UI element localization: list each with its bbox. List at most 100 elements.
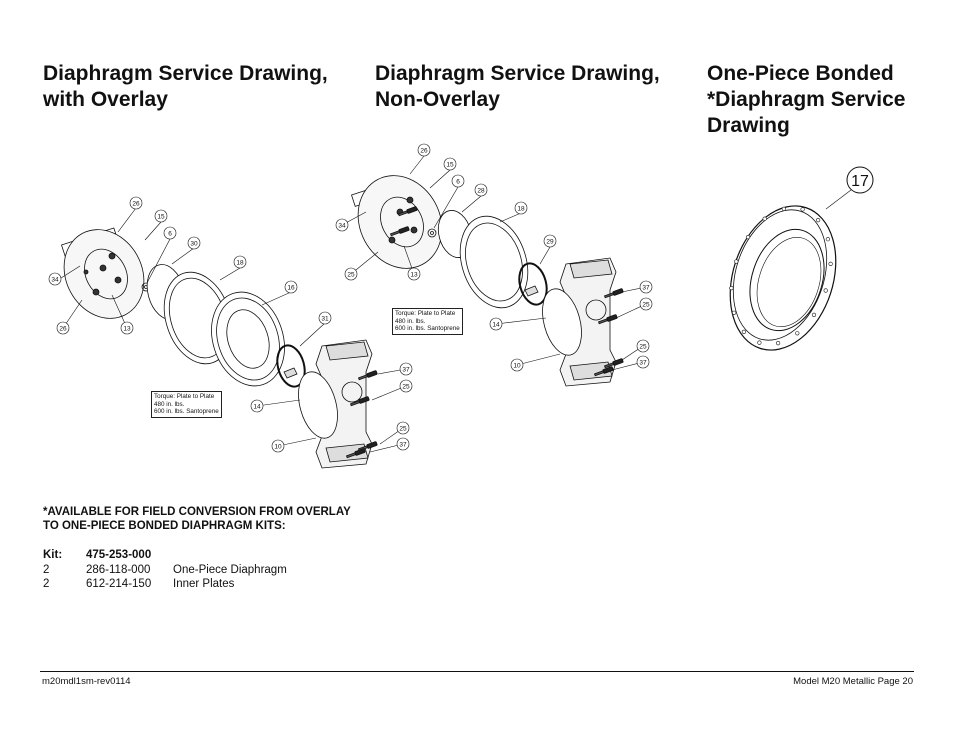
torque-overlay-line2: 480 in. lbs. bbox=[154, 400, 185, 408]
kit-row-qty: 2 bbox=[43, 578, 50, 590]
heading-overlay-line1: Diaphragm Service Drawing, bbox=[43, 62, 328, 85]
callout-number: 14 bbox=[253, 403, 261, 410]
callout-number: 26 bbox=[59, 325, 67, 332]
callout-bubble bbox=[639, 280, 653, 294]
callout-bubble bbox=[396, 437, 410, 451]
heading-overlay-line2: with Overlay bbox=[43, 88, 168, 111]
callout-bubble bbox=[407, 267, 421, 281]
callout-number: 13 bbox=[410, 271, 418, 278]
bolt-hole bbox=[734, 259, 739, 264]
bolt-hole bbox=[800, 207, 805, 212]
callout-number: 16 bbox=[287, 284, 295, 291]
overlay-drawing bbox=[60, 207, 407, 469]
bolt-hole bbox=[781, 206, 787, 211]
callout-bubble bbox=[56, 321, 70, 335]
callout-bubble bbox=[163, 226, 177, 240]
callout-bubble bbox=[284, 280, 298, 294]
bolt-hole bbox=[795, 331, 800, 336]
callout-bubble bbox=[543, 234, 557, 248]
callout-bubble bbox=[250, 399, 264, 413]
callout-bubble bbox=[271, 439, 285, 453]
kit-row-desc: Inner Plates bbox=[173, 578, 235, 590]
heading-bonded-line3: Drawing bbox=[707, 114, 790, 137]
bolt-hole bbox=[731, 310, 737, 315]
kit-row: 2 612-214-150 Inner Plates bbox=[43, 577, 363, 592]
callout-number: 10 bbox=[274, 443, 282, 450]
bolt-hole bbox=[775, 341, 781, 346]
torque-non-overlay-line3: 600 in. lbs. Santoprene bbox=[395, 325, 460, 333]
callout-bubble bbox=[451, 174, 465, 188]
kit-header-row: Kit: 475-253-000 bbox=[43, 548, 363, 563]
callout-number: 15 bbox=[157, 213, 165, 220]
callout-bubble bbox=[396, 421, 410, 435]
heading-non-overlay-line2: Non-Overlay bbox=[375, 88, 500, 111]
conversion-note-line2: TO ONE-PIECE BONDED DIAPHRAGM KITS: bbox=[43, 520, 286, 532]
bolt-hole bbox=[741, 329, 747, 335]
callout-number: 26 bbox=[132, 200, 140, 207]
torque-non-overlay-line1: Torque: Plate to Plate bbox=[395, 310, 456, 317]
callout-number: 25 bbox=[402, 383, 410, 390]
callout-number: 6 bbox=[168, 230, 172, 237]
callout-number: 25 bbox=[399, 425, 407, 432]
bonded-callout-number: 17 bbox=[851, 173, 869, 190]
bolt-hole bbox=[825, 237, 831, 242]
callout-bubble bbox=[639, 297, 653, 311]
heading-non-overlay: Diaphragm Service Drawing, Non-Overlay bbox=[375, 61, 660, 113]
callout-bubble bbox=[344, 267, 358, 281]
callout-bubble bbox=[318, 311, 332, 325]
callout-number: 34 bbox=[51, 276, 59, 283]
callout-bubble bbox=[233, 255, 247, 269]
callout-number: 10 bbox=[513, 362, 521, 369]
heading-bonded: One-Piece Bonded *Diaphragm Service Draw… bbox=[707, 61, 905, 139]
callout-bubble bbox=[417, 143, 431, 157]
footer-divider bbox=[40, 671, 914, 672]
callout-bubble bbox=[120, 321, 134, 335]
kit-row: 2 286-118-000 One-Piece Diaphragm bbox=[43, 563, 363, 578]
kit-row-part: 286-118-000 bbox=[86, 563, 151, 576]
callout-number: 13 bbox=[123, 325, 131, 332]
kit-row-desc: One-Piece Diaphragm bbox=[173, 563, 287, 576]
kit-table: Kit: 475-253-000 2 286-118-000 One-Piece… bbox=[43, 548, 363, 592]
bolt-hole bbox=[811, 312, 817, 318]
callout-number: 14 bbox=[492, 321, 500, 328]
callout-number: 18 bbox=[517, 205, 525, 212]
bolt-hole bbox=[823, 288, 828, 293]
callout-bubble bbox=[399, 362, 413, 376]
callout-bubble bbox=[636, 339, 650, 353]
callout-number: 30 bbox=[190, 240, 198, 247]
kit-row-qty: 2 bbox=[43, 563, 50, 576]
callout-number: 37 bbox=[402, 366, 410, 373]
kit-label: Kit: bbox=[43, 549, 63, 561]
bolt-hole bbox=[762, 216, 767, 221]
callout-number: 34 bbox=[338, 222, 346, 229]
bolt-hole bbox=[757, 340, 762, 345]
callout-number: 37 bbox=[642, 284, 650, 291]
callout-bubble bbox=[636, 355, 650, 369]
callout-bubble bbox=[489, 317, 503, 331]
callout-bubble bbox=[129, 196, 143, 210]
callout-number: 25 bbox=[642, 301, 650, 308]
torque-non-overlay-line2: 480 in. lbs. bbox=[395, 317, 426, 325]
bolt-hole bbox=[729, 286, 734, 291]
callout-number: 25 bbox=[347, 271, 355, 278]
kit-row-part: 612-214-150 bbox=[86, 578, 152, 590]
callout-number: 28 bbox=[477, 187, 485, 194]
callout-bubble bbox=[154, 209, 168, 223]
bolt-hole bbox=[815, 218, 821, 223]
non-overlay-drawing bbox=[341, 155, 647, 387]
callout-bubble bbox=[514, 201, 528, 215]
heading-bonded-line1: One-Piece Bonded bbox=[707, 62, 894, 85]
conversion-note: *AVAILABLE FOR FIELD CONVERSION FROM OVE… bbox=[43, 505, 351, 533]
callout-bubble bbox=[474, 183, 488, 197]
callout-bubble bbox=[510, 358, 524, 372]
callout-number: 37 bbox=[399, 441, 407, 448]
footer-doc-id: m20mdl1sm-rev0114 bbox=[42, 676, 131, 687]
kit-number: 475-253-000 bbox=[86, 549, 152, 561]
callout-bubble bbox=[48, 272, 62, 286]
torque-overlay-line3: 600 in. lbs. Santoprene bbox=[154, 408, 219, 416]
torque-box-overlay: Torque: Plate to Plate 480 in. lbs. 600 … bbox=[151, 391, 222, 418]
callout-number: 15 bbox=[446, 161, 454, 168]
